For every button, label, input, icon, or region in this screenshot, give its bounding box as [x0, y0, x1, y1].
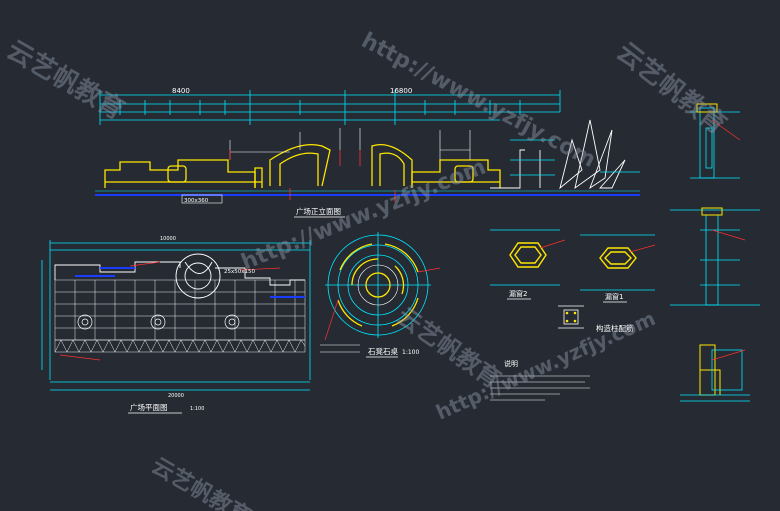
watermark-url-lower: http://www.yzfjy.com — [238, 155, 490, 276]
stone-table-title: 石凳石桌 — [368, 346, 398, 356]
plaza-plan-drawing: 10000 20000 — [41, 236, 311, 414]
right-section-details — [670, 103, 760, 402]
plaza-plan-scale: 1:100 — [190, 406, 204, 412]
elevation-section-label: 300x360 — [184, 198, 209, 204]
stone-table-drawing: 石凳石桌 1:100 — [320, 232, 441, 358]
plan-dim-20000: 20000 — [168, 393, 184, 399]
notes-heading: 说明 — [504, 359, 518, 368]
leak-window-details: 漏窗2 漏窗1 — [490, 229, 656, 303]
plan-dim-10000: 10000 — [160, 236, 176, 242]
watermark-brand-mid: 云艺帆教育 — [392, 302, 506, 394]
plaza-plan-title: 广场平面图 — [130, 402, 168, 412]
column-rebar-title: 构造柱配筋 — [596, 323, 634, 333]
watermark-layer: http://www.yzfjy.com http://www.yzfjy.co… — [2, 28, 733, 511]
front-elevation-title: 广场正立面图 — [296, 206, 341, 216]
leak-window-2-title: 漏窗2 — [509, 289, 527, 298]
front-elevation-drawing: 8400 16800 — [95, 87, 640, 218]
elevation-dim-8400: 8400 — [172, 87, 190, 95]
watermark-brand-left: 云艺帆教育 — [2, 34, 130, 126]
plan-grid-spec: 25x50x150 — [224, 269, 256, 275]
watermark-brand-right: 云艺帆教育 — [611, 36, 733, 140]
stone-table-scale: 1:100 — [402, 349, 419, 356]
watermark-url-center: http://www.yzfjy.com — [357, 28, 599, 173]
design-notes: 说明 — [490, 359, 590, 401]
watermark-brand-bottom: 云艺帆教育 — [147, 453, 255, 511]
column-rebar-detail: 构造柱配筋 — [558, 305, 634, 333]
leak-window-1-title: 漏窗1 — [605, 292, 623, 301]
elevation-dim-16800: 16800 — [390, 87, 412, 95]
